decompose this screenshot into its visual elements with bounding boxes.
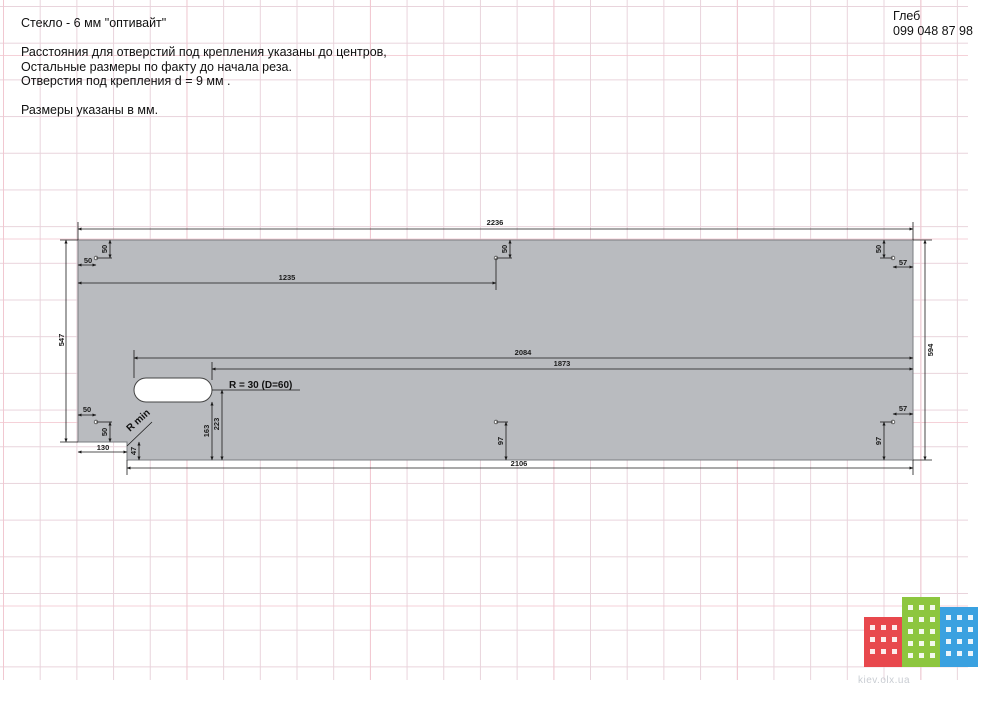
label-bl-y: 50: [100, 428, 109, 436]
label-left-height: 547: [57, 334, 66, 347]
label-overall-width: 2236: [487, 218, 504, 227]
note-line-3: Отверстия под крепления d = 9 мм .: [21, 74, 231, 88]
label-tl-x: 50: [84, 256, 92, 265]
label-slot-to-edge: 2084: [515, 348, 533, 357]
notes-block: Стекло - 6 мм "оптивайт" Расстояния для …: [21, 16, 387, 118]
contact-block: Глеб 099 048 87 98: [893, 9, 973, 38]
label-notch-depth: 47: [129, 447, 138, 455]
label-bottom-width: 2106: [511, 459, 528, 468]
slot-cutout: [133, 377, 213, 403]
corner-radius-leader: [126, 421, 153, 447]
label-top-hole-offset: 1235: [279, 273, 296, 282]
glass-title: Стекло - 6 мм "оптивайт": [21, 16, 167, 30]
label-bl-x: 50: [83, 405, 91, 414]
label-br-x: 57: [899, 404, 907, 413]
label-tm-y: 50: [500, 245, 509, 253]
label-notch-width: 130: [97, 443, 110, 452]
watermark: kiev.olx.ua: [858, 675, 911, 686]
label-slot-center-height: 223: [212, 418, 221, 431]
label-tr-x: 57: [899, 258, 907, 267]
company-logo: [864, 597, 978, 674]
label-bm-y: 97: [496, 437, 505, 445]
label-slot-radius: R = 30 (D=60): [229, 380, 292, 391]
label-right-height: 594: [926, 343, 935, 356]
label-slot-end-to-edge: 1873: [554, 359, 571, 368]
contact-phone: 099 048 87 98: [893, 23, 973, 38]
label-br-y: 97: [874, 437, 883, 445]
note-line-2: Остальные размеры по факту до начала рез…: [21, 59, 292, 74]
contact-name: Глеб: [893, 9, 921, 23]
units-note: Размеры указаны в мм.: [21, 103, 159, 117]
label-tl-y: 50: [100, 245, 109, 253]
note-line-1: Расстояния для отверстий под крепления у…: [21, 45, 387, 59]
label-tr-y: 50: [874, 245, 883, 253]
label-slot-bottom-height: 163: [202, 425, 211, 438]
